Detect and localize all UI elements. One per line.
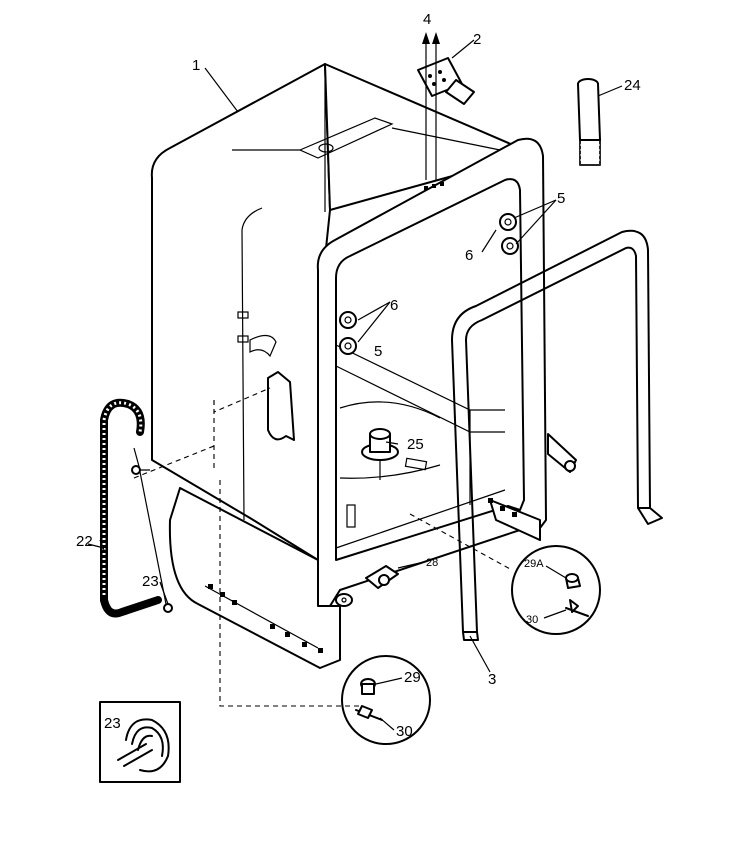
callout-cap-29: 29 bbox=[404, 669, 421, 686]
dashed-leaders bbox=[133, 387, 513, 707]
callout-float: 25 bbox=[407, 436, 424, 453]
callout-washer-left: 5 bbox=[374, 343, 382, 360]
hose-clamp bbox=[139, 471, 173, 613]
screw-arrows-top bbox=[422, 32, 440, 180]
tub-front-opening bbox=[335, 178, 525, 561]
inset-29a bbox=[511, 545, 601, 635]
fill-tube bbox=[577, 78, 601, 166]
mounting-bracket bbox=[417, 57, 475, 105]
tub-sump bbox=[339, 401, 441, 479]
leader-lines bbox=[87, 39, 623, 673]
door-gasket bbox=[451, 229, 663, 641]
drain-hose bbox=[100, 398, 162, 618]
tub bbox=[150, 63, 547, 669]
tub-left-flange bbox=[168, 487, 341, 669]
callout-grommet: 28 bbox=[426, 557, 438, 569]
left-foot bbox=[335, 593, 353, 607]
flange-holes bbox=[208, 498, 517, 653]
tub-side-inlet bbox=[267, 371, 295, 441]
washer-pair-left bbox=[339, 311, 357, 355]
grommet bbox=[365, 561, 425, 589]
callout-bracket: 2 bbox=[473, 31, 481, 48]
callout-fill-tube: 24 bbox=[624, 77, 641, 94]
callout-gasket: 3 bbox=[488, 671, 496, 688]
float bbox=[346, 428, 428, 528]
callout-screws-top: 4 bbox=[423, 11, 431, 28]
inset-29 bbox=[341, 655, 431, 745]
inset-23-clamp bbox=[99, 701, 181, 783]
washer-pair-right bbox=[499, 213, 519, 255]
callout-clamp-inset: 23 bbox=[104, 715, 121, 732]
callout-washer-top: 5 bbox=[557, 190, 565, 207]
callout-cap-29a: 29A bbox=[524, 558, 544, 570]
tub-top-emboss bbox=[298, 117, 394, 159]
callout-clamp: 23 bbox=[142, 573, 159, 590]
callout-nut-30-right: 30 bbox=[526, 614, 538, 626]
callout-tub: 1 bbox=[192, 57, 200, 74]
right-foot bbox=[547, 433, 577, 473]
callout-screw-left: 6 bbox=[390, 297, 398, 314]
callout-nut-30-bottom: 30 bbox=[396, 723, 413, 740]
tub-top-hole bbox=[318, 143, 334, 153]
callout-drain-hose: 22 bbox=[76, 533, 93, 550]
callout-screw-right: 6 bbox=[465, 247, 473, 264]
